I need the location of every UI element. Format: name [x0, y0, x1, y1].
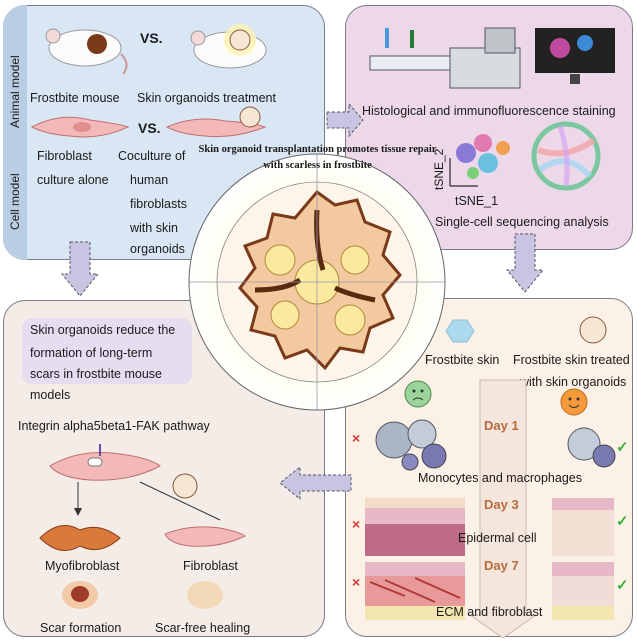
check-mark-day7: ✓ — [616, 577, 629, 594]
ecm-label: ECM and fibroblast — [436, 605, 543, 619]
scar-formation-image — [62, 581, 98, 609]
coculture-line-1: human — [130, 173, 169, 187]
fibroblast-alone-label-1: Fibroblast — [37, 149, 92, 163]
summary-box — [22, 318, 192, 384]
x-mark-day3: × — [352, 516, 361, 532]
fibroblast-label: Fibroblast — [183, 559, 238, 573]
fibroblast-alone-label-2: culture alone — [37, 173, 109, 187]
animal-model-label: Animal model — [8, 55, 22, 128]
tsne-x-label: tSNE_1 — [455, 194, 499, 208]
day3-label: Day 3 — [484, 497, 519, 512]
happy-face-icon — [560, 388, 588, 416]
scar-free-label: Scar-free healing — [155, 621, 251, 635]
scar-formation-label: Scar formation — [40, 621, 122, 635]
organoid-treatment-label: Skin organoids treatment — [137, 91, 276, 105]
treated-label-1: Frostbite skin treated — [513, 353, 630, 367]
side-label-strip — [3, 5, 27, 260]
vs-top: VS. — [140, 30, 163, 46]
summary-line-1: formation of long-term — [30, 346, 153, 360]
arrow-down-left — [60, 241, 100, 297]
histology-label: Histological and immunofluorescence stai… — [362, 104, 616, 118]
epidermal-label: Epidermal cell — [458, 531, 537, 545]
x-mark-day1: × — [352, 430, 361, 446]
fak-pathway-diagram — [39, 444, 246, 551]
frostbite-skin-icon — [445, 319, 475, 343]
day1-label: Day 1 — [484, 418, 519, 433]
fibroblast-cell-image — [30, 116, 130, 138]
vs-bottom: VS. — [138, 120, 161, 136]
organoid-treated-mouse-image — [190, 24, 267, 69]
macrophage-cluster-right — [567, 427, 616, 468]
ecm-right — [552, 562, 614, 620]
scar-free-image — [187, 581, 223, 609]
timeline-arrow — [468, 379, 538, 639]
summary-line-0: Skin organoids reduce the — [30, 323, 176, 337]
frostbite-mouse-image — [45, 28, 128, 75]
scseq-label: Single-cell sequencing analysis — [435, 215, 609, 229]
check-mark-day1: ✓ — [616, 439, 629, 456]
check-mark-day3: ✓ — [616, 513, 629, 530]
center-ring-text: Skin organoid transplantation promotes t… — [198, 144, 437, 171]
summary-line-2: scars in frostbite mouse — [30, 367, 162, 381]
center-organoid-circle — [188, 153, 446, 411]
frostbite-skin-label: Frostbite skin — [425, 353, 500, 367]
slide-instruments-image — [369, 27, 615, 89]
pathway-label: Integrin alpha5beta1-FAK pathway — [18, 419, 210, 433]
cell-model-label: Cell model — [8, 173, 22, 230]
x-mark-day7: × — [352, 574, 361, 590]
summary-line-3: models — [30, 388, 71, 402]
myofibroblast-label: Myofibroblast — [45, 559, 120, 573]
coculture-line-4: organoids — [130, 242, 185, 256]
tsne-plot-image — [449, 134, 510, 187]
arrow-down-right — [505, 233, 545, 293]
coculture-line-0: Coculture of — [118, 149, 186, 163]
coculture-line-3: with skin — [130, 221, 178, 235]
macrophage-cluster-left — [375, 419, 447, 471]
arrow-right-top — [326, 102, 364, 138]
epidermis-right — [552, 498, 614, 556]
arrow-left-bottom — [279, 465, 352, 501]
coculture-line-2: fibroblasts — [130, 197, 187, 211]
day7-label: Day 7 — [484, 558, 519, 573]
coculture-cell-image — [165, 106, 267, 138]
monocytes-label: Monocytes and macrophages — [418, 471, 582, 485]
ecm-left — [365, 562, 465, 620]
frostbite-mouse-label: Frostbite mouse — [30, 91, 120, 105]
chord-diagram-image — [531, 121, 601, 191]
treated-label-2: with skin organoids — [520, 375, 627, 389]
sad-face-icon — [404, 380, 432, 408]
treated-skin-icon — [579, 316, 607, 344]
epidermis-left — [365, 498, 465, 556]
